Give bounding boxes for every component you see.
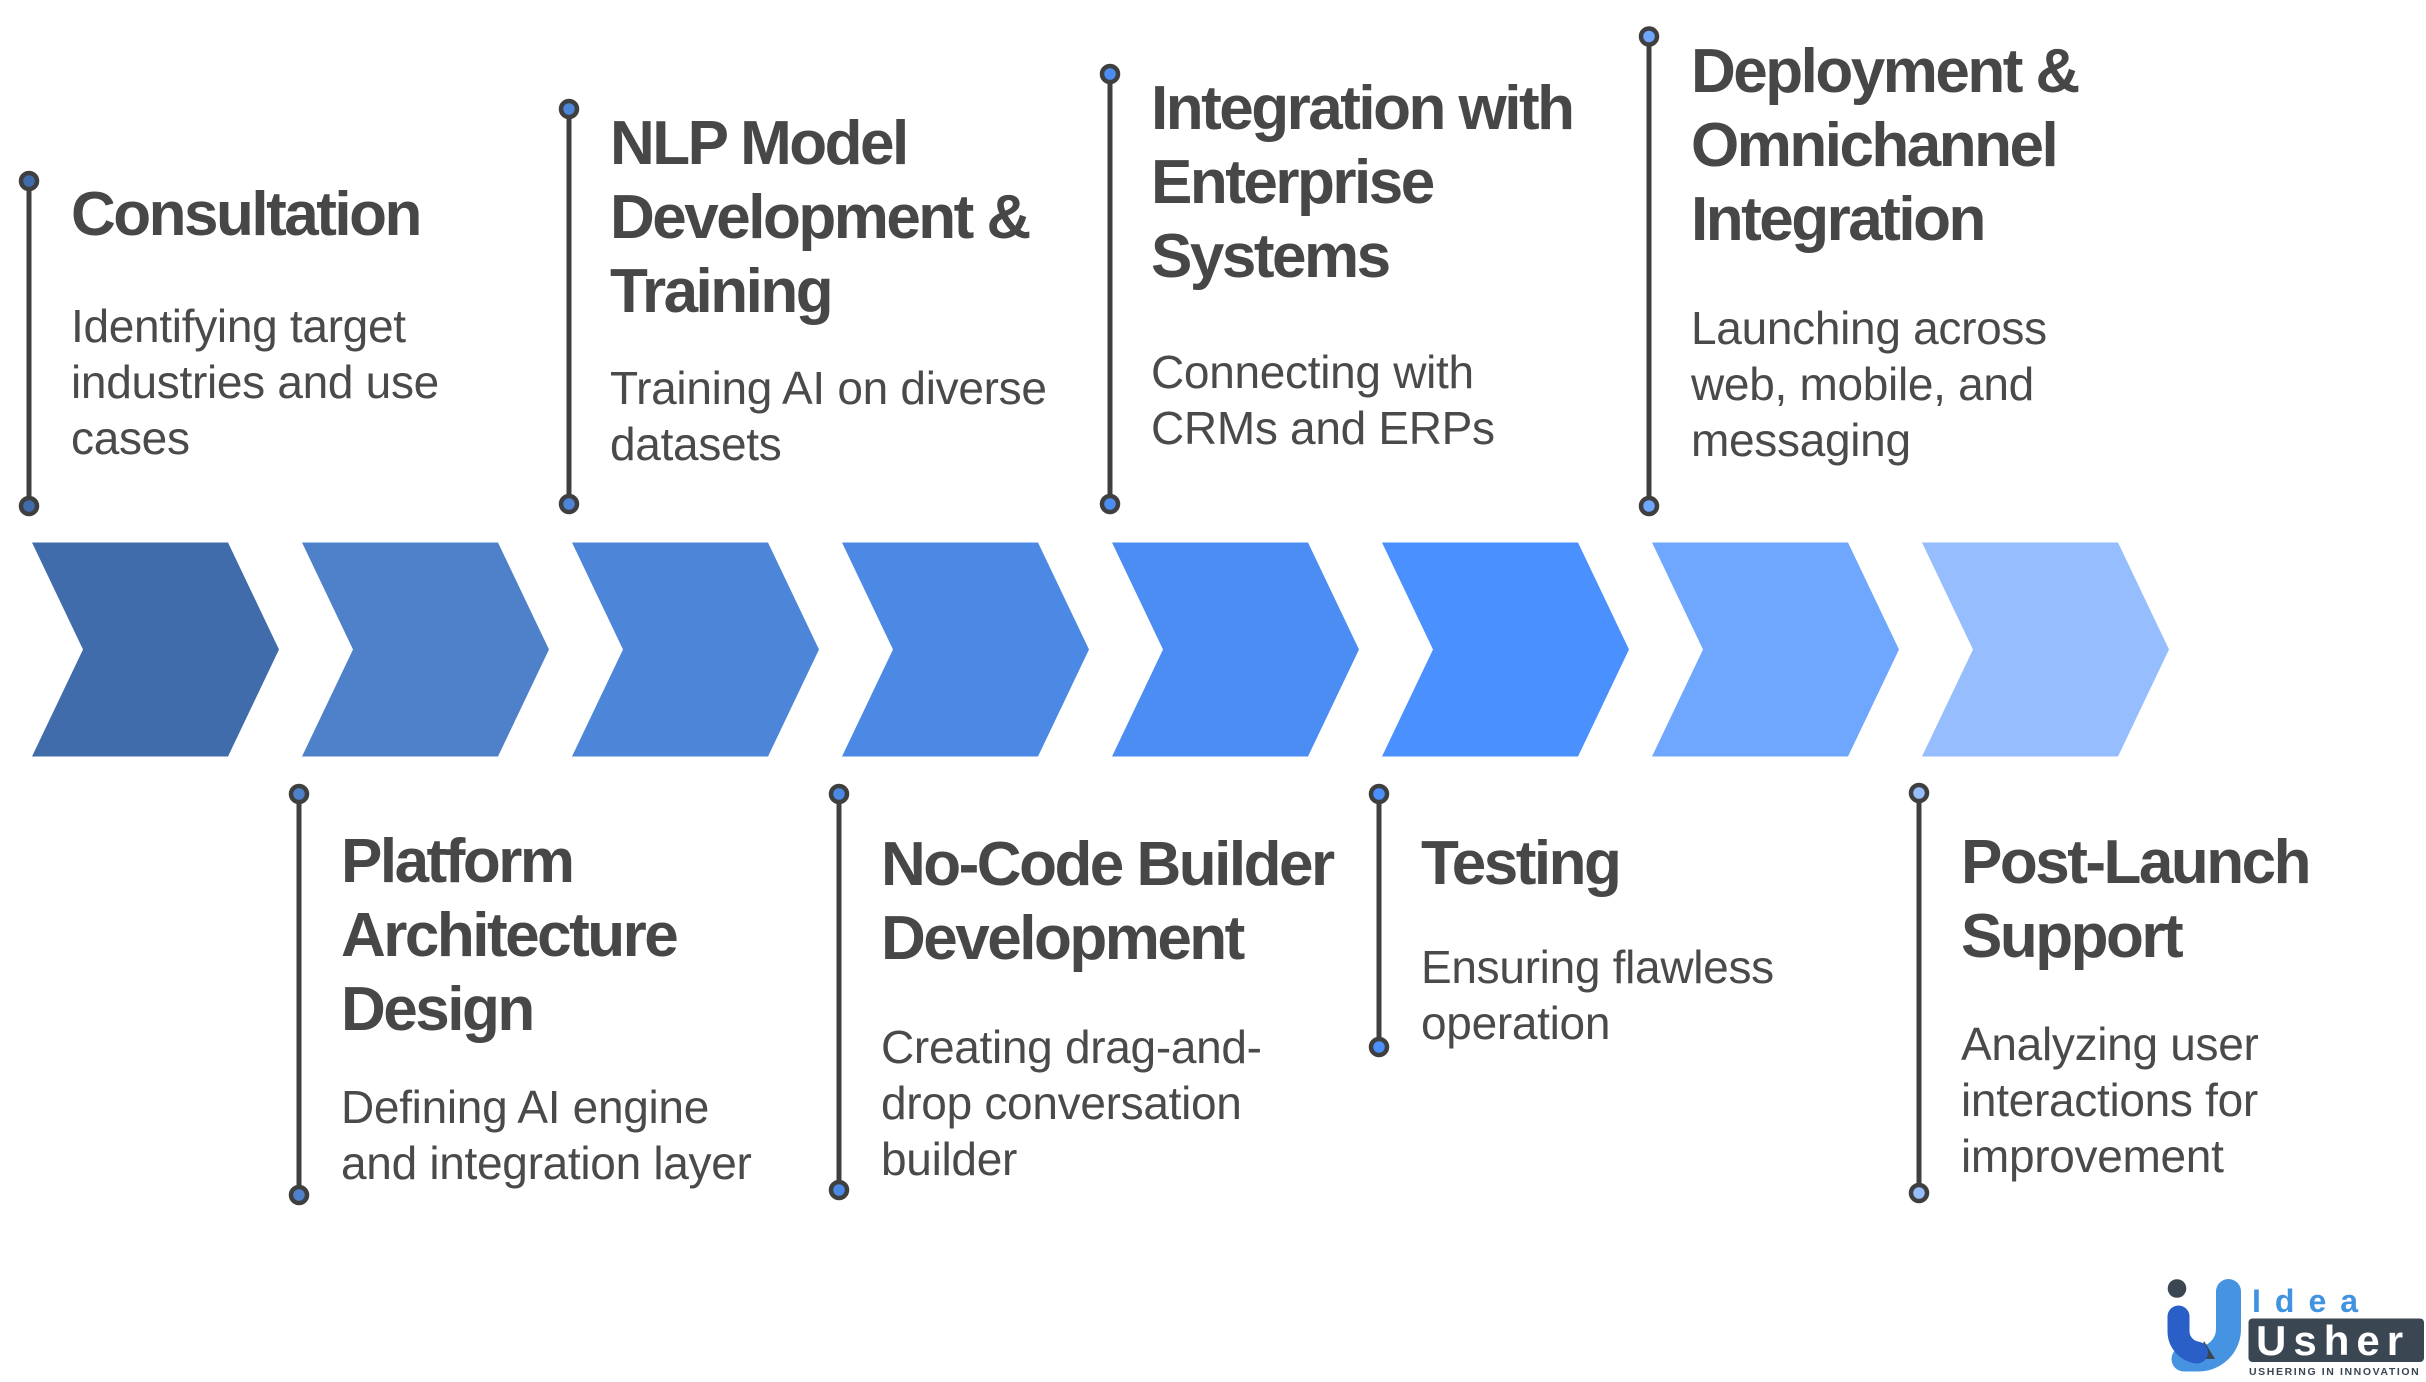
svg-text:Usher: Usher — [2256, 1317, 2410, 1364]
svg-text:USHERING IN INNOVATION: USHERING IN INNOVATION — [2249, 1366, 2420, 1378]
svg-text:Idea: Idea — [2252, 1283, 2372, 1319]
